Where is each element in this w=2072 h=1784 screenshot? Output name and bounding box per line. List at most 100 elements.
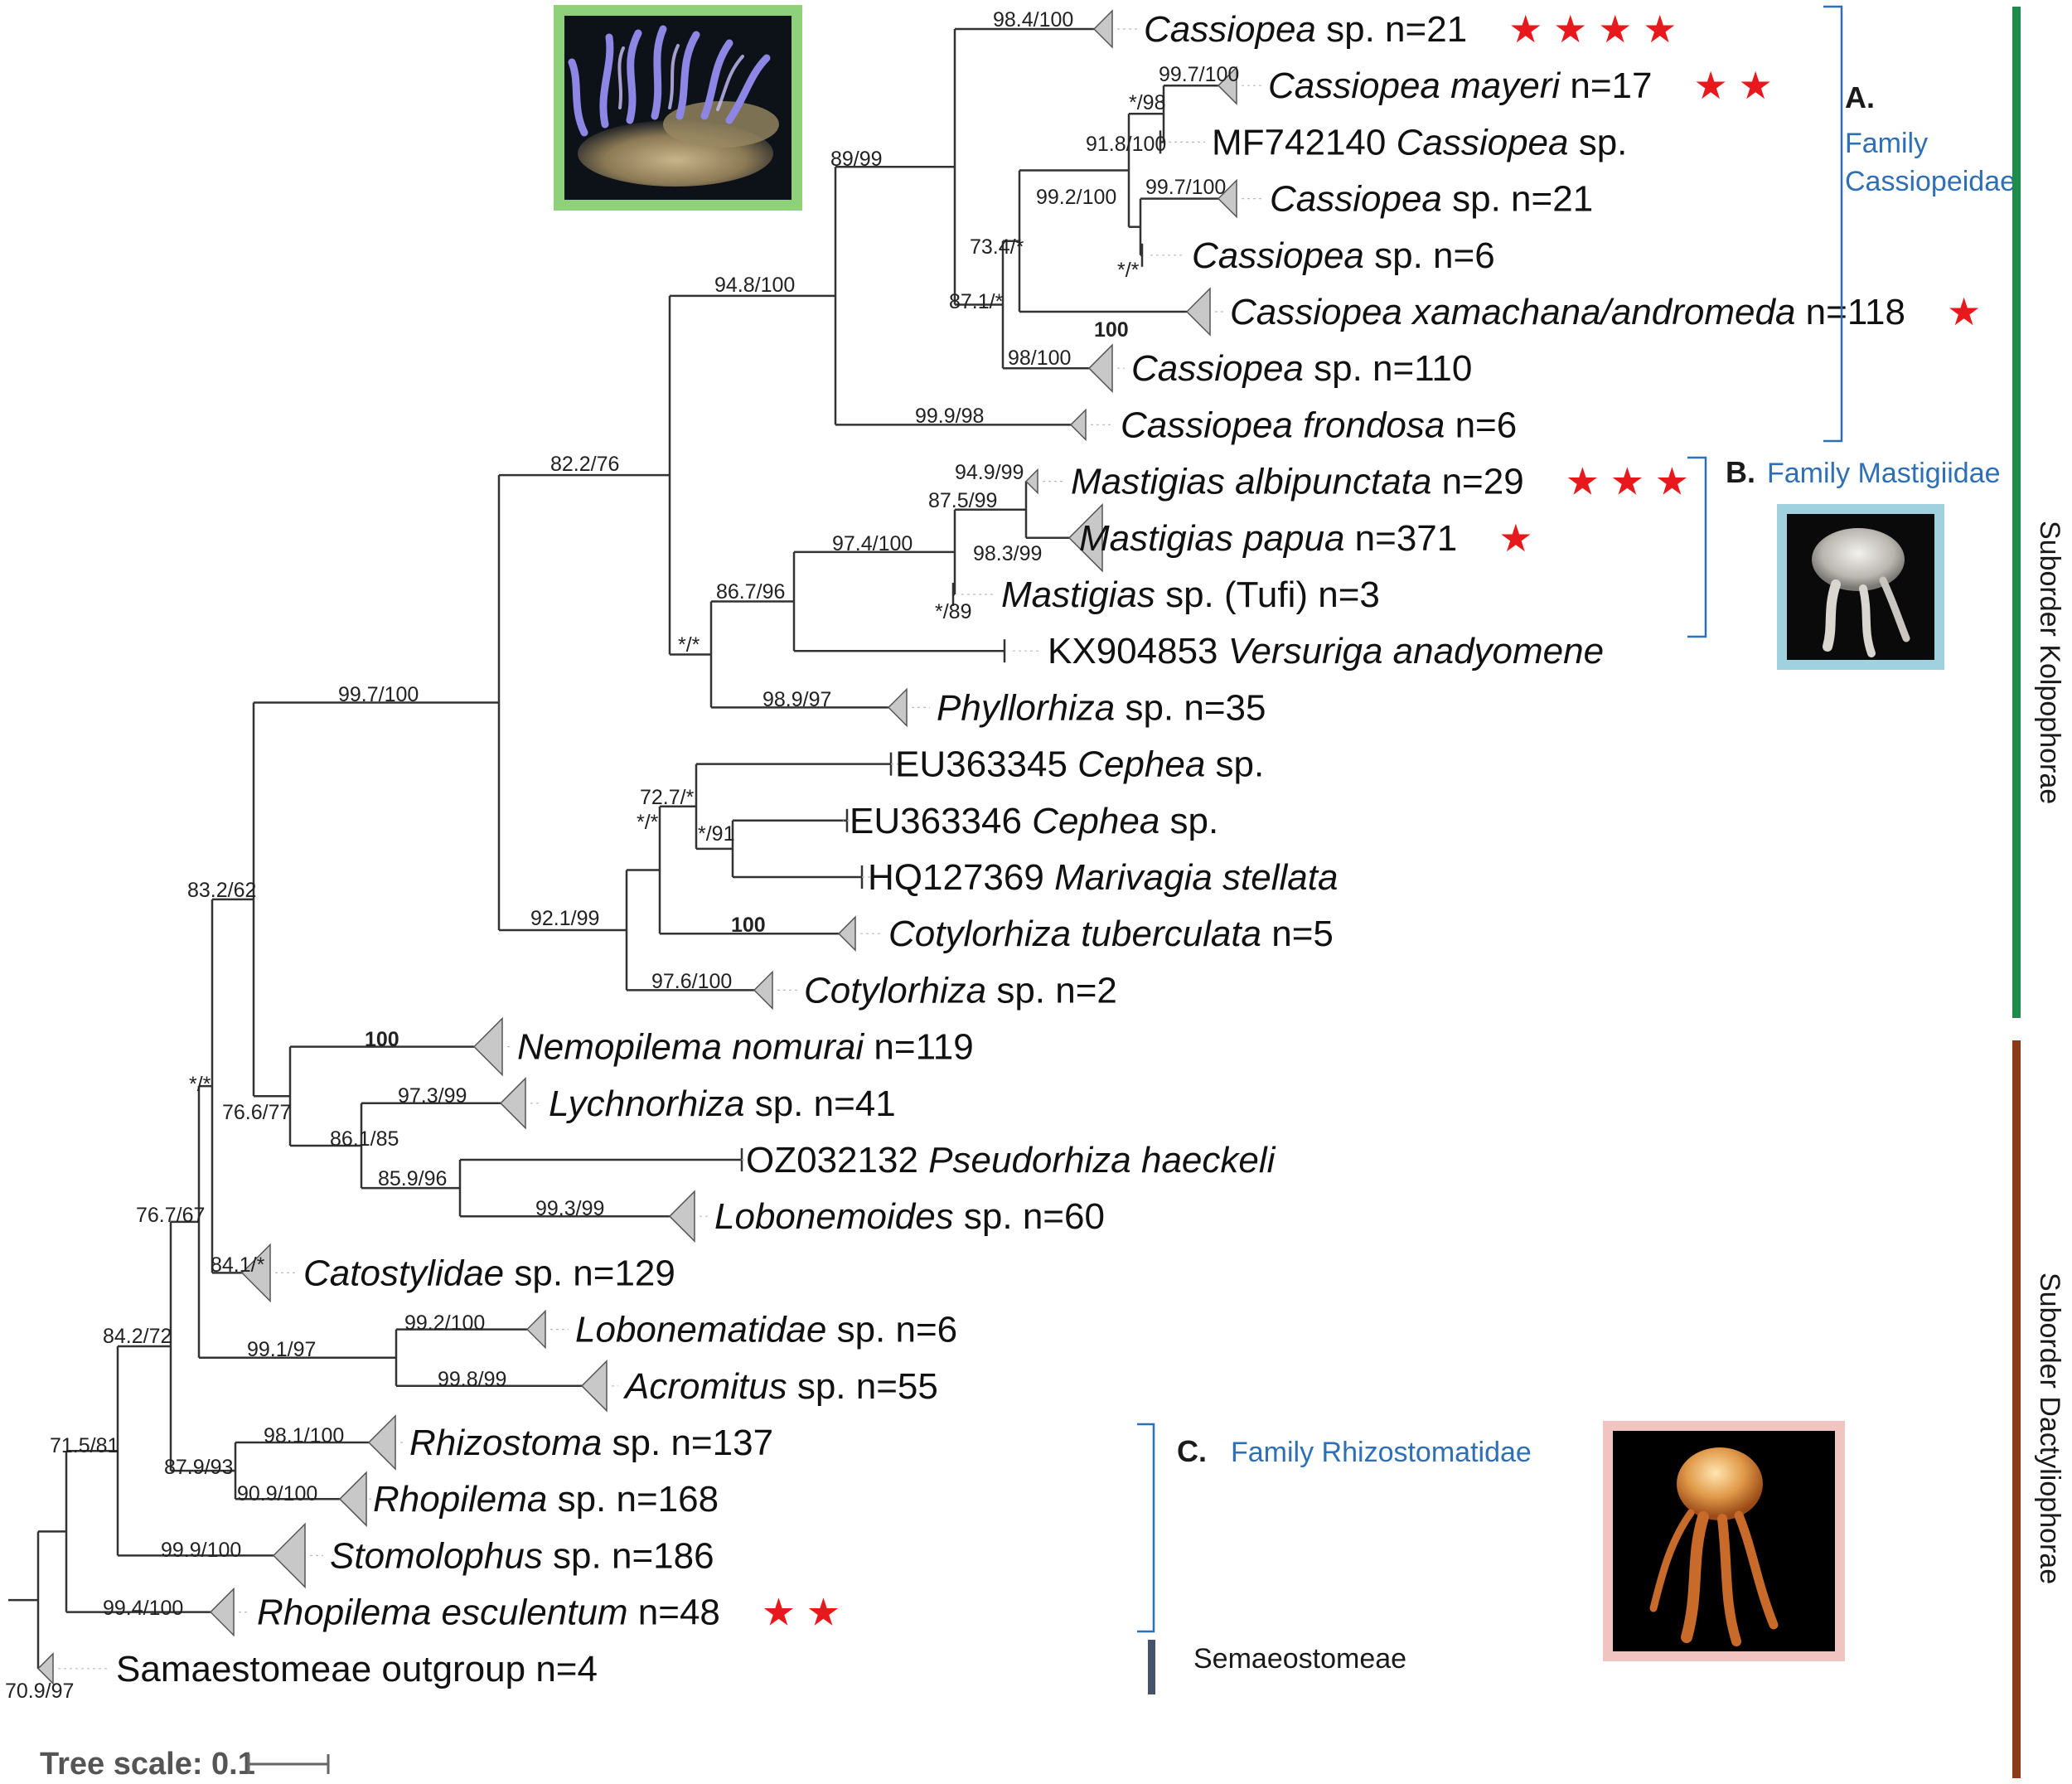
tip-label: Mastigias sp. (Tufi) n=3: [1001, 574, 1380, 615]
collapsed-clade-triangle: [525, 1309, 546, 1350]
collapsed-clade-triangle: [887, 687, 908, 728]
support-value: 73.4/*: [970, 235, 1024, 259]
support-value: 98.9/97: [762, 688, 831, 711]
collapsed-clade-triangle: [837, 915, 856, 953]
tip-label: Catostylidae sp. n=129: [303, 1253, 675, 1293]
star-icon: ★: [1508, 7, 1542, 51]
tip-label: Cassiopea sp. n=6: [1192, 235, 1495, 276]
tip-label: Lychnorhiza sp. n=41: [549, 1083, 896, 1124]
family-a-bracket: [1823, 5, 1843, 443]
tip-label: Phyllorhiza sp. n=35: [937, 687, 1266, 728]
support-value: 71.5/81: [50, 1434, 119, 1457]
cassiopea-photo: [554, 5, 802, 211]
support-value: 99.8/99: [438, 1368, 506, 1391]
collapsed-clade-triangle: [1087, 343, 1113, 394]
support-value: */89: [935, 600, 971, 623]
family-c-name: Family Rhizostomatidae: [1231, 1437, 1532, 1468]
support-value: */*: [678, 633, 700, 657]
collapsed-clade-triangle: [1217, 178, 1237, 219]
semaeostomeae-bar: [1148, 1640, 1155, 1694]
tip-label: OZ032132 Pseudorhiza haeckeli: [746, 1140, 1276, 1180]
support-value: 89/99: [830, 148, 883, 171]
collapsed-clade-triangle: [1185, 287, 1211, 337]
support-value: 99.7/100: [1145, 176, 1226, 199]
dactyliophorae-bar: [2012, 1040, 2021, 1778]
tip-label: EU363345 Cephea sp.: [895, 744, 1264, 785]
support-value: 86.7/96: [716, 580, 785, 604]
collapsed-clade-triangle: [753, 970, 773, 1011]
collapsed-clade-triangle: [1217, 65, 1237, 106]
collapsed-clade-triangle: [272, 1522, 306, 1589]
support-value: 98.3/99: [973, 542, 1042, 565]
support-value: 98.1/100: [264, 1424, 344, 1447]
tip-label: Cassiopea sp. n=21: [1144, 9, 1467, 50]
collapsed-clade-triangle: [209, 1587, 235, 1637]
family-b-name: Family Mastigiidae: [1767, 458, 2001, 489]
kolpophorae-label: Suborder Kolpophorae: [2034, 521, 2065, 804]
star-icon: ★: [1655, 460, 1689, 503]
support-value: 91.8/100: [1086, 133, 1166, 156]
star-icon: ★: [1498, 516, 1532, 560]
collapsed-clade-triangle: [367, 1414, 396, 1471]
support-value: 100: [1094, 318, 1129, 342]
collapsed-clade-triangle: [668, 1190, 695, 1243]
mastigias-photo: [1777, 504, 1944, 670]
support-value: 99.9/98: [915, 405, 984, 428]
support-value: 99.2/100: [1036, 186, 1116, 209]
tip-label: Cassiopea xamachana/andromeda n=118: [1230, 292, 1905, 332]
tip-label: Stomolophus sp. n=186: [330, 1535, 714, 1576]
tip-label: EU363346 Cephea sp.: [850, 801, 1218, 841]
star-icon: ★: [1694, 64, 1728, 107]
support-value: 70.9/97: [5, 1680, 74, 1703]
tip-label: Rhizostoma sp. n=137: [409, 1423, 773, 1463]
star-icon: ★: [1643, 7, 1677, 51]
rhizostomatid-photo: [1603, 1421, 1845, 1661]
kolpophorae-bar: [2012, 7, 2021, 1018]
tip-label: Mastigias papua n=371: [1079, 518, 1457, 559]
tip-label: Cassiopea sp. n=21: [1270, 179, 1593, 220]
tree-scale-label: Tree scale: 0.1: [40, 1747, 255, 1782]
support-value: 99.2/100: [404, 1311, 485, 1335]
support-value: */*: [1117, 259, 1140, 282]
family-c-bracket: [1137, 1423, 1155, 1633]
family-a-letter: A.: [1845, 80, 1875, 114]
tip-label: Samaestomeae outgroup n=4: [116, 1649, 598, 1689]
support-value: 97.6/100: [651, 970, 732, 993]
tip-label: Cotylorhiza sp. n=2: [804, 970, 1117, 1011]
support-value: 98.4/100: [993, 8, 1073, 32]
support-value: 94.8/100: [714, 274, 795, 297]
dactyliophorae-label: Suborder Dactyliophorae: [2034, 1273, 2065, 1584]
family-b-letter: B.: [1726, 455, 1755, 489]
star-icon: ★: [1610, 460, 1644, 503]
family-c-letter: C.: [1177, 1434, 1207, 1468]
support-value: 97.3/99: [398, 1084, 467, 1108]
collapsed-clade-triangle: [338, 1471, 367, 1528]
collapsed-clade-triangle: [1067, 502, 1103, 573]
support-value: 98/100: [1008, 347, 1071, 370]
support-value: 99.7/100: [338, 683, 419, 706]
support-value: */*: [189, 1073, 211, 1096]
support-value: 86.1/85: [330, 1127, 399, 1151]
support-value: 84.2/72: [103, 1325, 172, 1348]
family-b-bracket: [1687, 456, 1707, 638]
collapsed-clade-triangle: [1069, 408, 1087, 442]
collapsed-clade-triangle: [1092, 9, 1113, 49]
tip-label: Nemopilema nomurai n=119: [517, 1027, 974, 1068]
tip-label: Rhopilema sp. n=168: [373, 1479, 719, 1520]
support-value: 99.4/100: [103, 1597, 183, 1620]
support-value: 100: [731, 914, 766, 937]
support-value: */*: [637, 811, 659, 834]
support-value: 82.2/76: [550, 453, 619, 476]
star-icon: ★: [1598, 7, 1632, 51]
star-icon: ★: [1739, 64, 1773, 107]
collapsed-clade-triangle: [472, 1016, 503, 1077]
tip-label: Acromitus sp. n=55: [622, 1366, 938, 1407]
tip-label: Lobonematidae sp. n=6: [575, 1310, 957, 1350]
support-value: 90.9/100: [237, 1482, 317, 1505]
family-a-name-line2: Cassiopeidae: [1845, 166, 2016, 197]
support-value: 85.9/96: [378, 1167, 447, 1190]
support-value: 99.7/100: [1159, 63, 1239, 86]
support-value: 76.7/67: [136, 1204, 205, 1227]
support-value: 97.4/100: [832, 532, 913, 555]
